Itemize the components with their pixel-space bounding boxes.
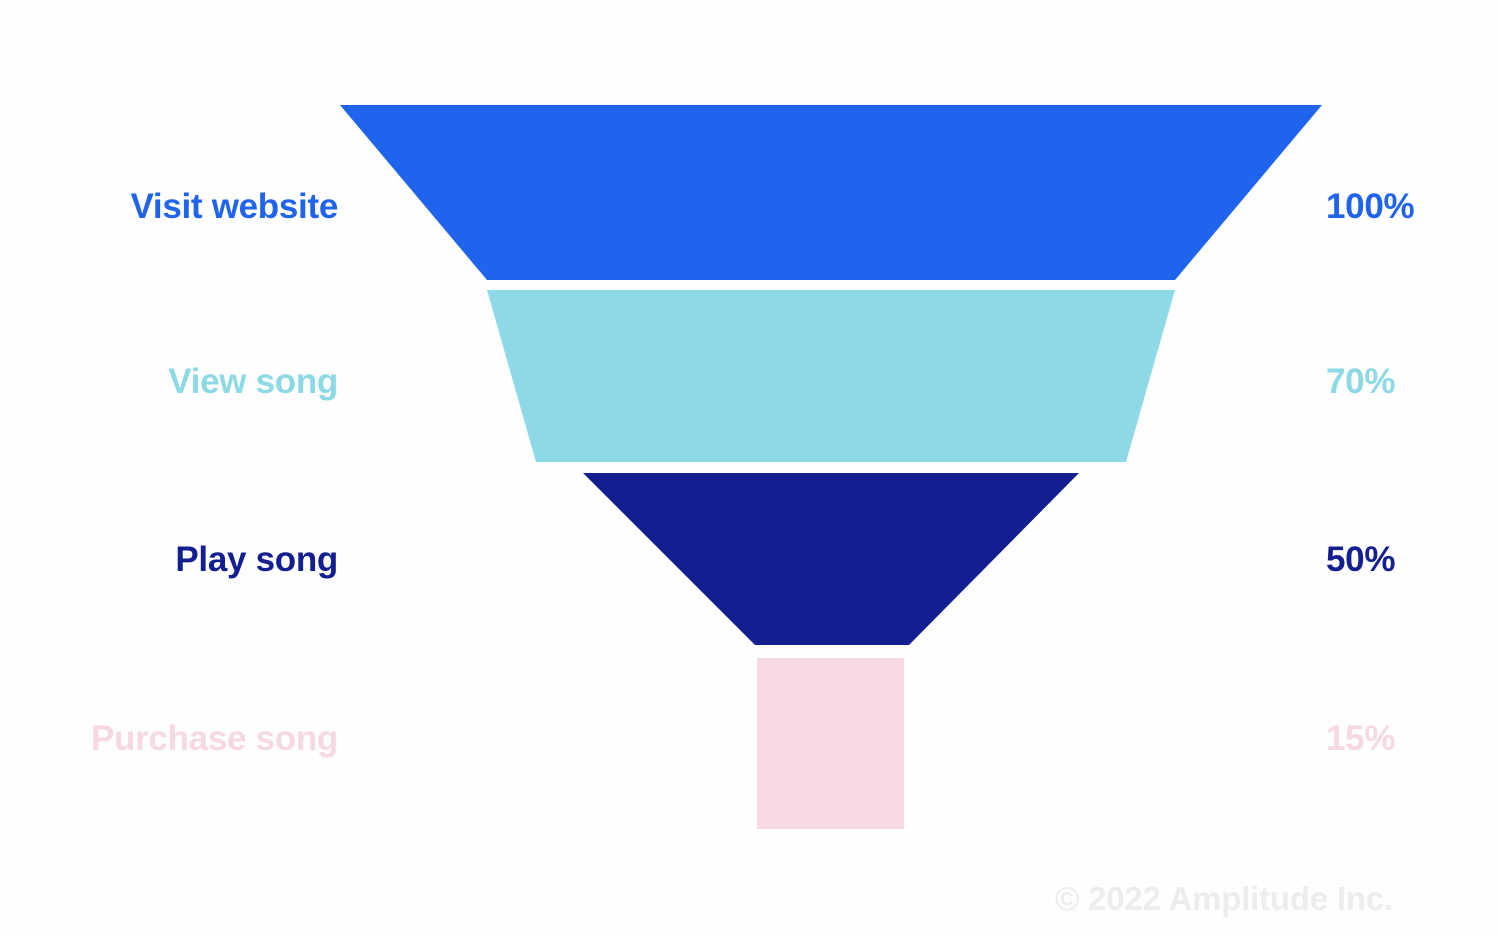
- funnel-band-play-song[interactable]: [583, 473, 1079, 645]
- stage-label-view-song: View song: [168, 362, 338, 401]
- funnel-band-purchase-song[interactable]: [757, 658, 904, 829]
- stage-value-visit-website: 100%: [1326, 187, 1415, 226]
- copyright-notice: © 2022 Amplitude Inc.: [1055, 880, 1393, 917]
- funnel-band-visit-website[interactable]: [340, 105, 1322, 280]
- stage-label-visit-website: Visit website: [130, 187, 339, 226]
- stage-value-play-song: 50%: [1326, 540, 1396, 579]
- stage-value-view-song: 70%: [1326, 362, 1396, 401]
- funnel-band-view-song[interactable]: [487, 290, 1175, 462]
- stage-label-purchase-song: Purchase song: [90, 719, 338, 758]
- stage-label-play-song: Play song: [175, 540, 338, 579]
- stage-value-purchase-song: 15%: [1326, 719, 1396, 758]
